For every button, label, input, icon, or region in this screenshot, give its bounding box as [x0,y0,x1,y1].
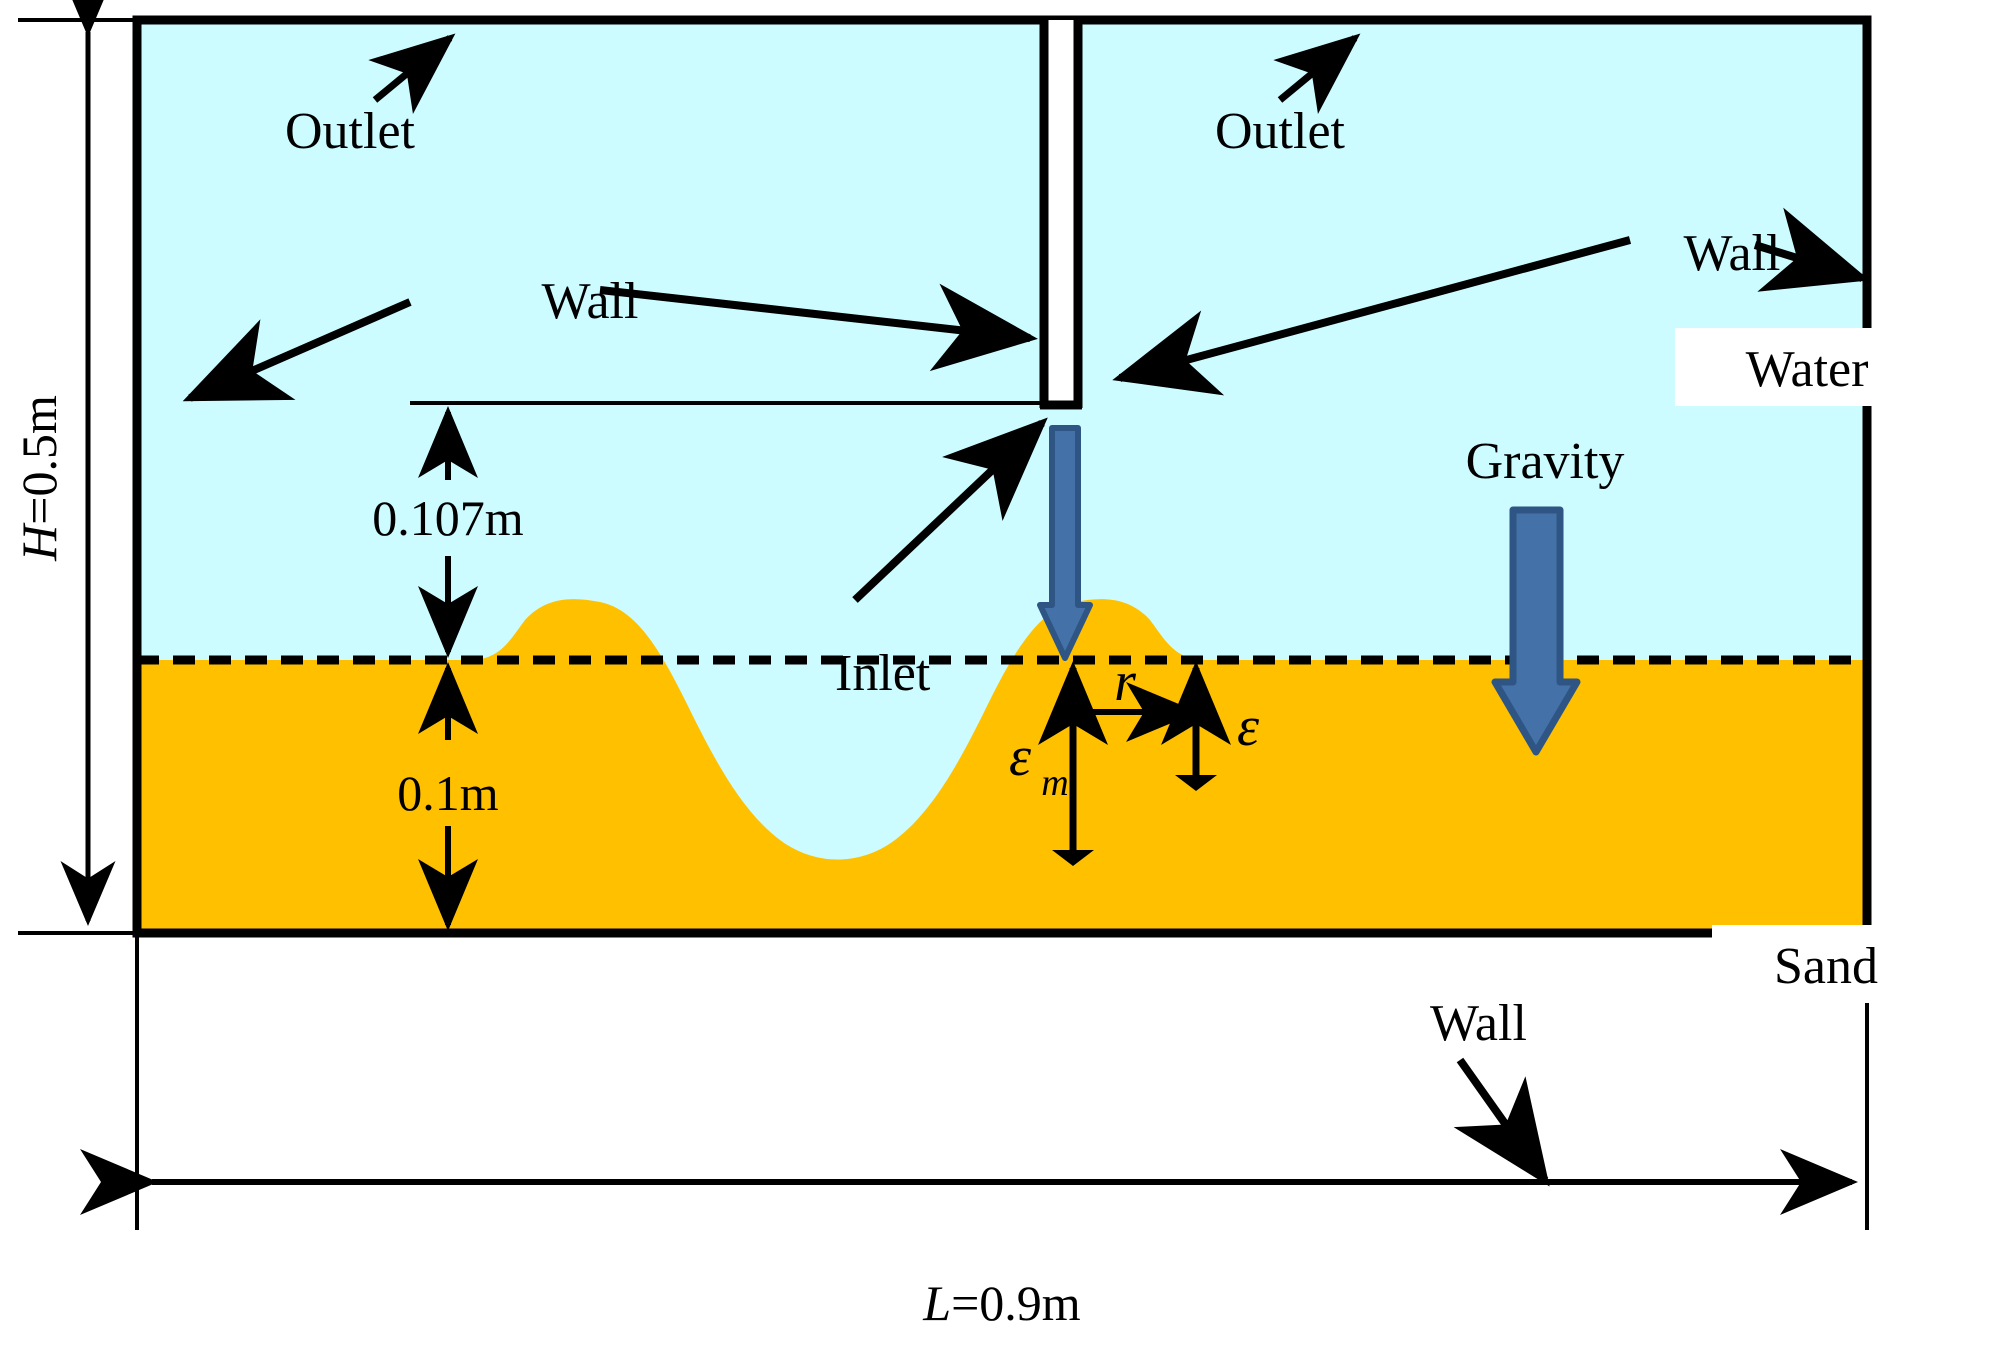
wall-bottom-leader [1453,1057,1550,1187]
gravity-arrow-icon [1491,506,1581,756]
inlet-label: Inlet [835,645,931,702]
dimension-height [18,0,140,935]
radius-symbol: r [1114,651,1136,713]
outlet-left-leader [368,33,456,115]
inlet-leader [852,417,1048,603]
inlet-channel [1039,20,1083,410]
wall-left-label: Wall [542,273,639,330]
outlet-left-label: Outlet [285,103,416,160]
water-legend-label: Water [1746,341,1869,398]
wall-left-leader [182,283,1038,402]
sand-region [137,599,1867,933]
scour-max-subscript: m [1041,762,1068,804]
wall-right-leader [1112,207,1870,396]
domain-outline [132,15,1872,938]
outlet-right-leader [1273,33,1361,115]
dimension-length [80,935,1869,1230]
scour-local-symbol: ε [1237,696,1260,758]
sand-depth-label: 0.1m [397,765,499,821]
water-legend: Water [1675,328,1940,406]
height-dimension-label: H=0.5m [11,395,67,562]
sand-legend: Sand [1712,925,1940,1003]
gravity-label: Gravity [1466,433,1625,490]
inlet-jet-arrow-icon [1037,425,1093,661]
wall-right-label: Wall [1684,225,1781,282]
scour-max-symbol: ε [1009,726,1032,788]
wall-bottom-label: Wall [1430,995,1527,1052]
scour-max-dimension [1038,661,1108,866]
length-dimension-label: L=0.9m [922,1275,1081,1331]
outlet-right-label: Outlet [1215,103,1346,160]
sand-legend-label: Sand [1774,938,1878,995]
water-depth-label: 0.107m [372,490,524,546]
